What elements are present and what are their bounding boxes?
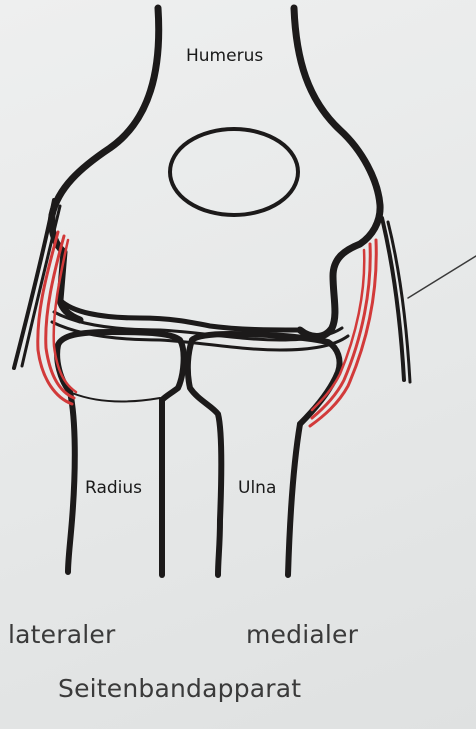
humerus-outline-medial (294, 8, 380, 337)
ulna-label: Ulna (238, 478, 276, 498)
leader-line (408, 256, 476, 298)
ulna-coronoid (188, 340, 221, 575)
radius-shaft-left (57, 345, 75, 572)
ulna-shaft-right (288, 424, 300, 575)
caption-lateral: lateraler (8, 620, 115, 649)
humerus-outline (52, 8, 159, 320)
caption-ligament: Seitenbandapparat (58, 674, 301, 703)
medial-ligament-outer-2 (388, 222, 410, 382)
caption-medial: medialer (246, 620, 358, 649)
medial-ligament-red-2 (312, 244, 370, 418)
olecranon-fossa (170, 129, 298, 215)
humerus-label: Humerus (186, 46, 263, 66)
radius-head (58, 332, 184, 400)
radius-neck-line (72, 393, 160, 401)
radius-label: Radius (85, 478, 142, 498)
lateral-ligament-outer-1 (14, 200, 54, 368)
